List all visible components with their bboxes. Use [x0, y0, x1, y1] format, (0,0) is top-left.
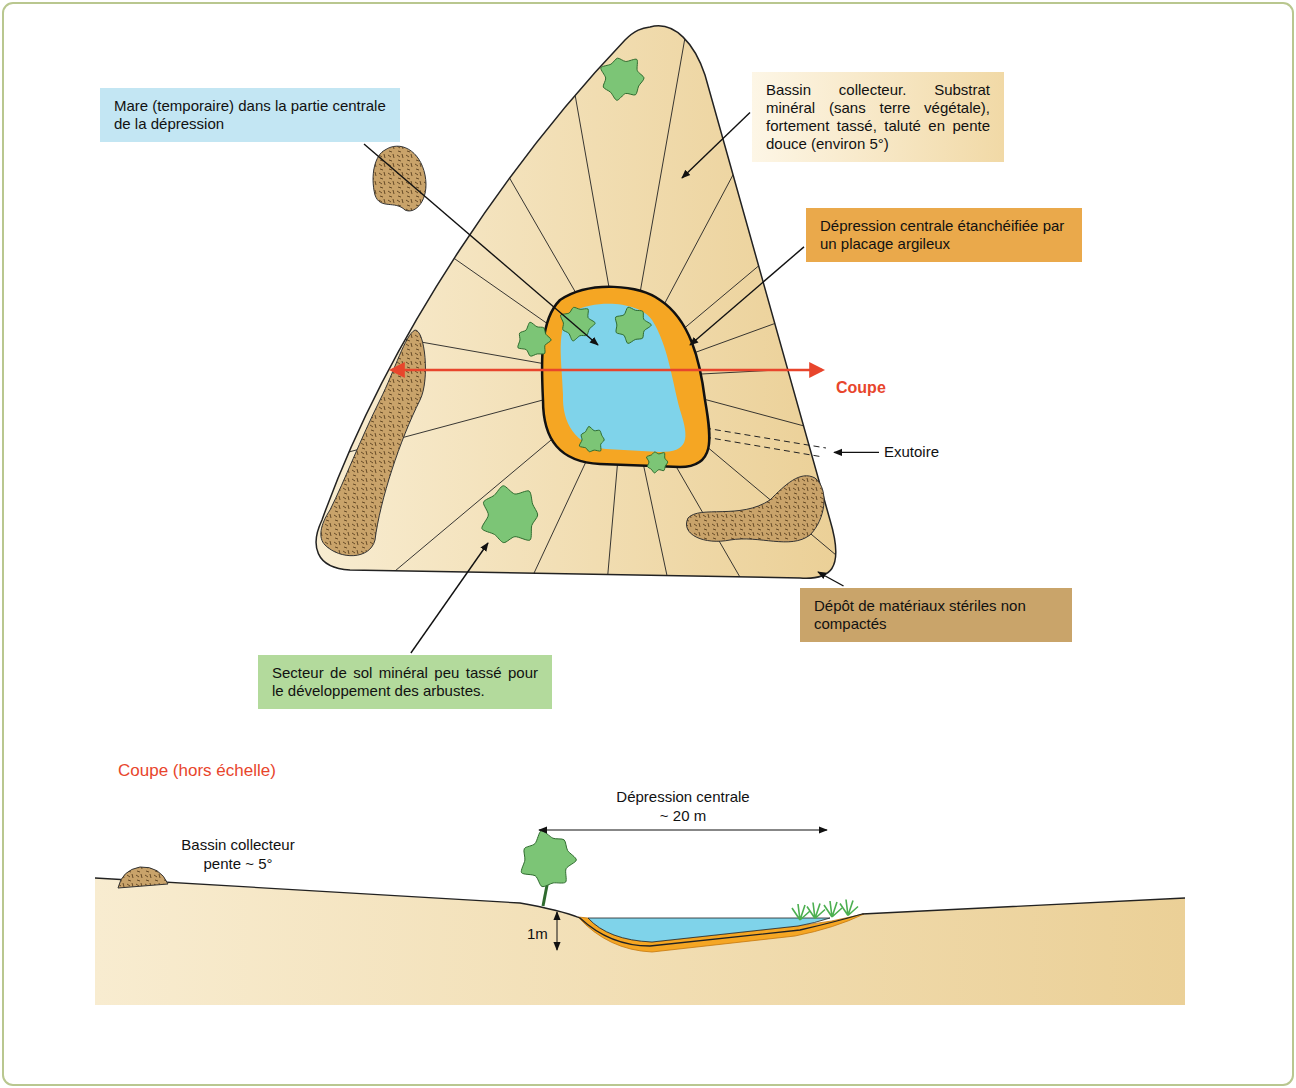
shrub	[518, 322, 551, 356]
sterile-deposit	[373, 146, 426, 211]
shrub	[482, 486, 538, 543]
deposit-callout: Dépôt de matériaux stériles non compacté…	[800, 588, 1072, 642]
shrub	[521, 831, 576, 887]
sterile-deposit	[321, 330, 426, 556]
sterile-deposit	[686, 476, 824, 542]
shrub	[647, 452, 668, 473]
callout-text: Mare (temporaire) dans la partie central…	[114, 97, 386, 133]
water	[588, 918, 830, 942]
reeds	[792, 900, 858, 921]
pond-callout: Mare (temporaire) dans la partie central…	[100, 88, 400, 142]
section-line	[392, 369, 822, 372]
depth-label: 1m	[527, 925, 548, 944]
leader-arrow	[682, 113, 750, 179]
shrub-callout: Secteur de sol minéral peu tassé pour le…	[258, 655, 552, 709]
ground-surface	[95, 878, 1185, 946]
shrub	[579, 426, 604, 451]
leader-arrow	[818, 572, 844, 586]
dimension-line	[539, 829, 827, 830]
pond	[561, 304, 686, 452]
callout-text: Bassin collecteur. Substrat minéral (san…	[766, 81, 990, 153]
leader-arrow	[364, 144, 598, 345]
sterile-deposit	[118, 867, 168, 888]
outlet	[705, 428, 826, 457]
leader-arrow	[411, 543, 488, 653]
section-title: Coupe (hors échelle)	[118, 760, 276, 781]
slope-line	[415, 14, 625, 378]
leader-arrow	[834, 452, 879, 453]
clay-depression	[542, 287, 709, 467]
callout-text: Dépôt de matériaux stériles non compacté…	[814, 597, 1058, 633]
shrub	[615, 307, 651, 343]
frame	[3, 3, 1293, 1085]
callout-text: Secteur de sol minéral peu tassé pour le…	[272, 664, 538, 700]
shrub	[560, 307, 595, 341]
basin-callout: Bassin collecteur. Substrat minéral (san…	[752, 72, 1004, 162]
callout-text: Dépression centrale étanchéifiée par un …	[820, 217, 1068, 253]
section-label: Coupe	[836, 378, 886, 398]
depression-callout: Dépression centrale étanchéifiée par un …	[806, 208, 1082, 262]
ground-profile	[95, 878, 1185, 1005]
depth-dimension	[557, 912, 558, 950]
outlet-label: Exutoire	[884, 443, 939, 462]
leader-arrow	[690, 247, 804, 345]
shrub	[601, 58, 644, 100]
slope-label: Bassin collecteur pente ~ 5°	[168, 836, 308, 874]
clay-layer	[578, 914, 864, 952]
dimension-label: Dépression centrale ~ 20 m	[610, 788, 756, 826]
